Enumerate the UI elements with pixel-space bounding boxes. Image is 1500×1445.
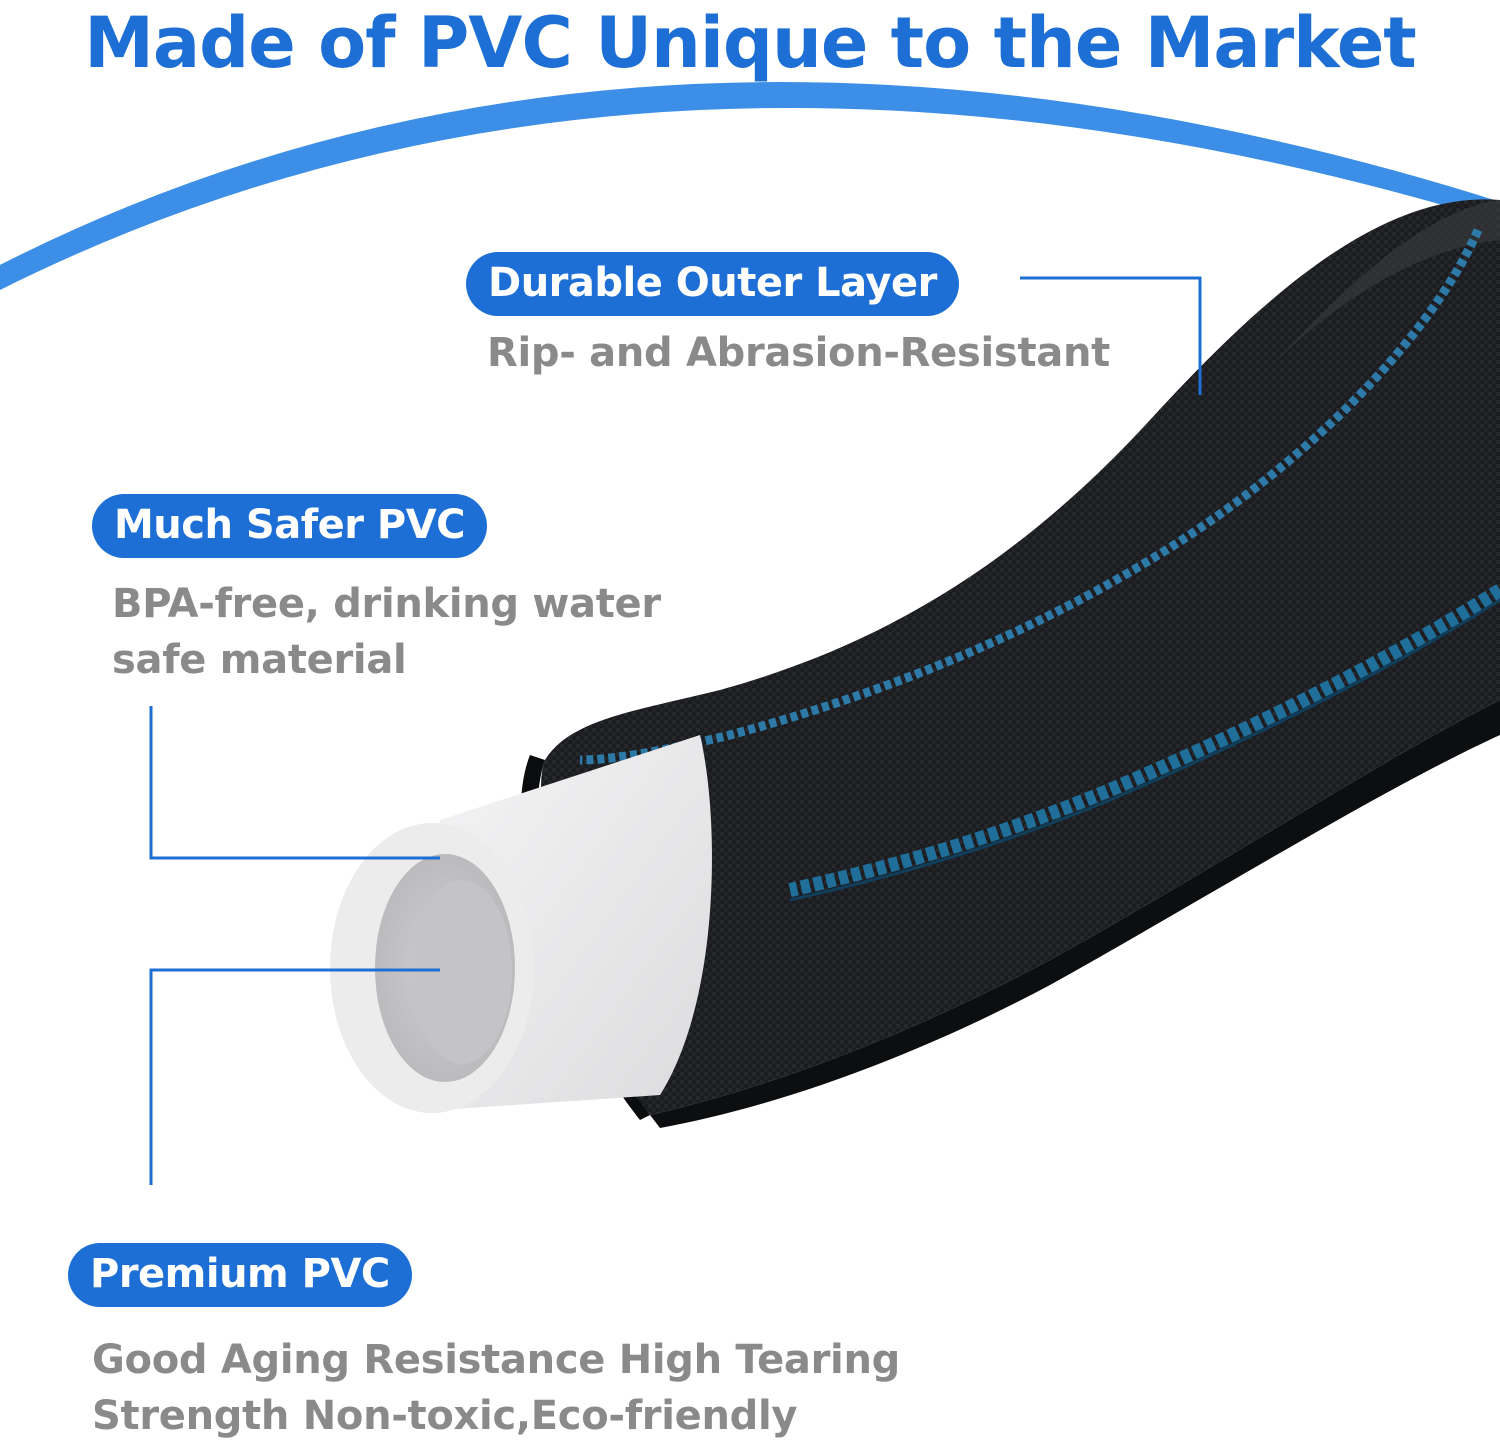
callout-line-safer-pvc [149, 706, 440, 860]
callout-line-outer-layer [1020, 276, 1202, 395]
feature-desc-premium-pvc-line1: Good Aging Resistance High Tearing [92, 1337, 900, 1383]
hose-stripe-lower [788, 584, 1500, 897]
feature-desc-outer-layer: Rip- and Abrasion-Resistant [487, 330, 1110, 376]
feature-label-safer-pvc: Much Safer PVC [92, 494, 488, 558]
page-title: Made of PVC Unique to the Market [84, 2, 1417, 84]
hose-outer-layer [541, 199, 1500, 1115]
feature-desc-safer-pvc-line2: safe material [112, 637, 407, 683]
feature-label-premium-pvc: Premium PVC [68, 1243, 412, 1307]
callout-line-premium-pvc [149, 968, 440, 1185]
decorative-arc [0, 82, 1500, 291]
feature-label-outer-layer: Durable Outer Layer [466, 252, 959, 316]
feature-desc-premium-pvc-line2: Strength Non-toxic,Eco-friendly [92, 1393, 798, 1439]
feature-desc-safer-pvc-line1: BPA-free, drinking water [112, 581, 661, 627]
